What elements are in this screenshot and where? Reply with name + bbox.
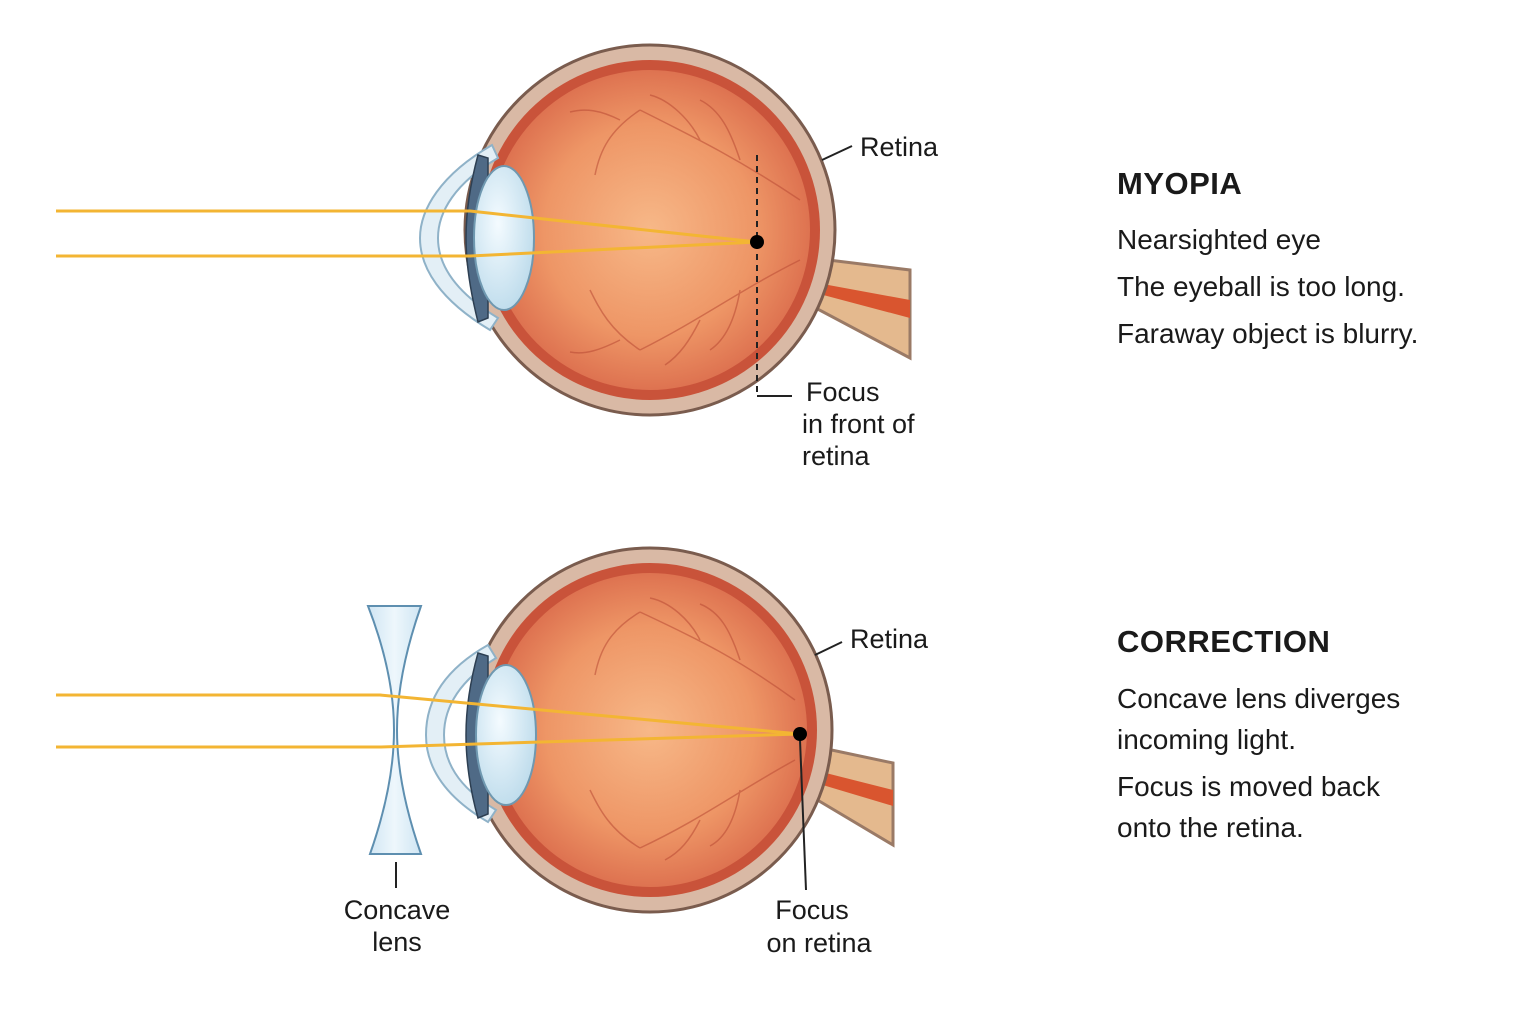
blood-vessels: [589, 597, 796, 861]
myopia-panel: MYOPIA Nearsighted eye The eyeball is to…: [1117, 166, 1517, 357]
correction-panel: CORRECTION Concave lens diverges incomin…: [1117, 624, 1517, 848]
correction-line: Focus is moved back: [1117, 771, 1380, 802]
myopic-eye: [56, 43, 912, 417]
light-rays: [56, 209, 758, 258]
focus-label-line1: Focus: [775, 895, 849, 925]
correction-heading: CORRECTION: [1117, 624, 1331, 659]
focus-leader: [799, 739, 807, 891]
blood-vessels: [569, 94, 801, 366]
vitreous-body: [493, 573, 807, 887]
correction-line: onto the retina.: [1117, 812, 1304, 843]
lens-label-line1: Concave: [344, 895, 451, 925]
myopia-heading: MYOPIA: [1117, 166, 1243, 201]
concave-lens[interactable]: [366, 605, 423, 855]
retina-label: Retina: [860, 132, 939, 162]
lens-label-line2: lens: [372, 927, 422, 957]
focus-point: [750, 235, 764, 249]
focus-point: [793, 727, 807, 741]
optic-nerve-core: [806, 768, 893, 806]
myopia-line: Nearsighted eye: [1117, 224, 1321, 255]
focus-label-line3: retina: [802, 441, 871, 471]
correction-line: incoming light.: [1117, 724, 1296, 755]
focus-label-line2: on retina: [766, 928, 872, 958]
light-ray-lower: [56, 732, 801, 749]
correction-line: Concave lens diverges: [1117, 683, 1401, 714]
optic-nerve-core: [812, 282, 910, 318]
retina-label: Retina: [850, 624, 929, 654]
light-ray-upper: [56, 693, 801, 736]
myopia-line: Faraway object is blurry.: [1117, 318, 1419, 349]
retina-leader: [814, 641, 843, 656]
cornea: [424, 643, 498, 824]
crystalline-lens: [475, 664, 537, 806]
light-ray-upper: [56, 209, 758, 244]
focus-label-line2: in front of: [802, 409, 915, 439]
myopia-line: The eyeball is too long.: [1117, 271, 1405, 302]
focus-label-line1: Focus: [806, 377, 880, 407]
retina-leader: [821, 145, 853, 161]
light-ray-lower: [56, 240, 758, 258]
crystalline-lens: [473, 165, 535, 311]
light-rays: [56, 693, 801, 749]
corrected-eye: [56, 546, 895, 914]
